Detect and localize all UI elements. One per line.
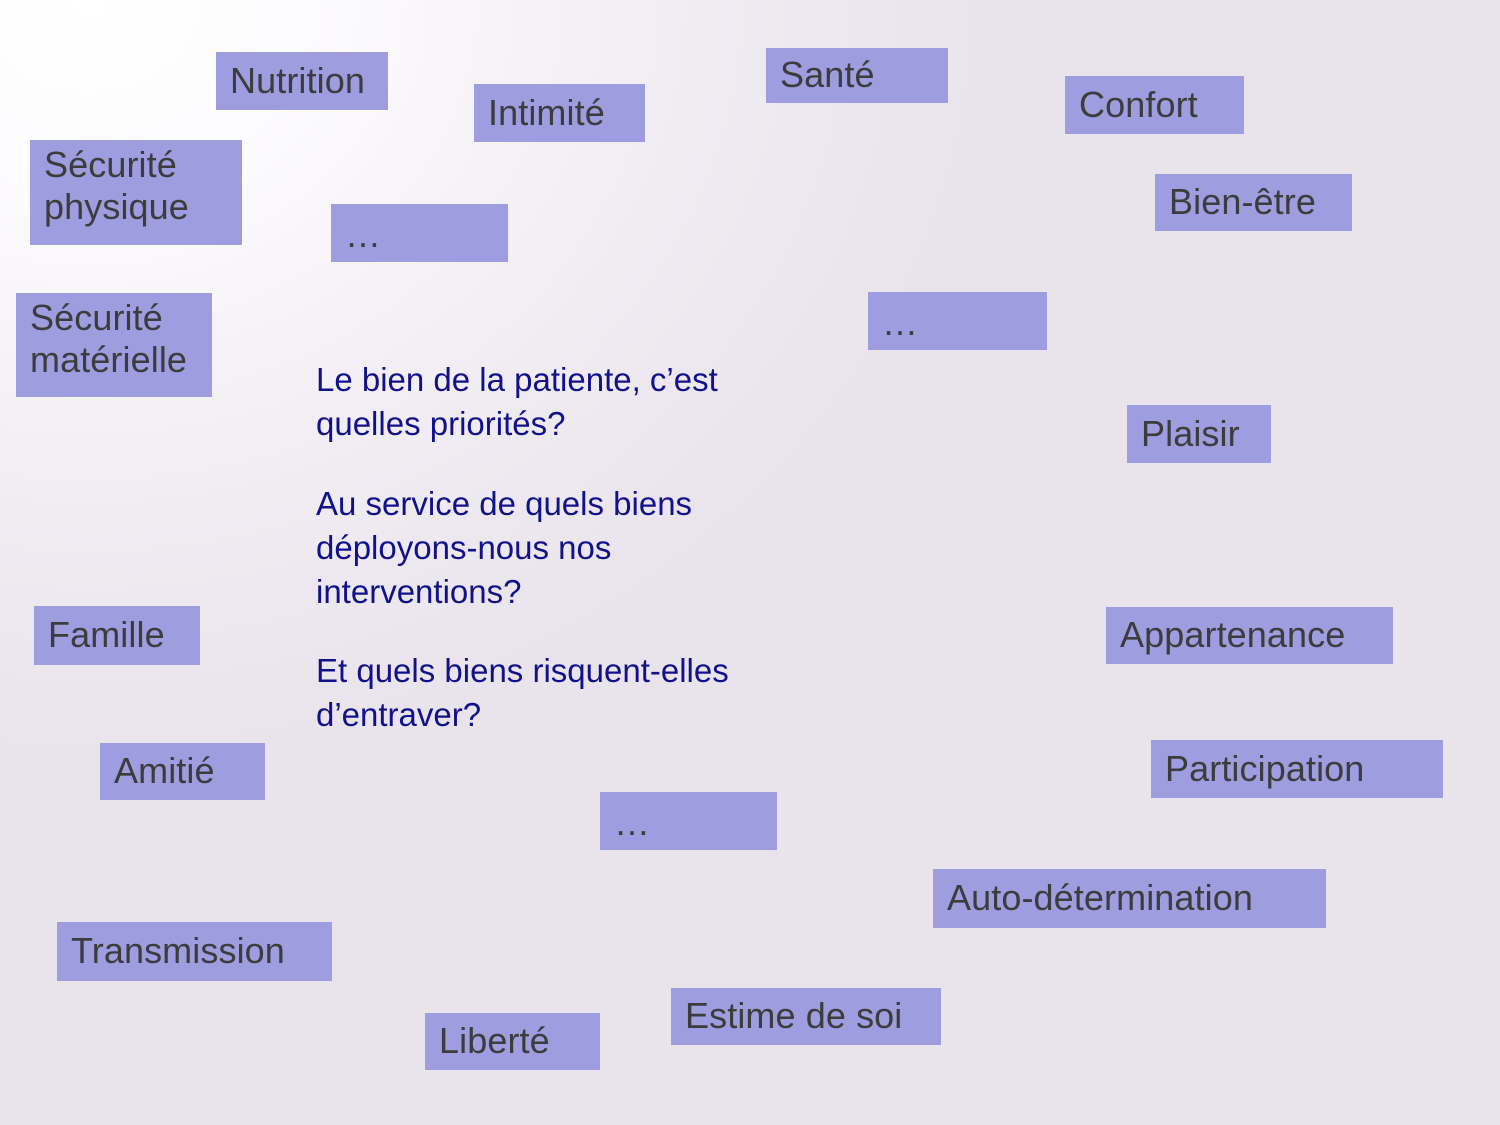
- question-text-block: Le bien de la patiente, c’est quelles pr…: [316, 358, 821, 737]
- concept-box-plaisir[interactable]: Plaisir: [1127, 405, 1271, 463]
- concept-box-ellipsis[interactable]: …: [331, 204, 508, 262]
- concept-box-s-curit-mat-rielle[interactable]: Sécurité matérielle: [16, 293, 212, 397]
- concept-box-s-curit-physique[interactable]: Sécurité physique: [30, 140, 242, 245]
- question-paragraph-3: Et quels biens risquent-elles d’entraver…: [316, 652, 738, 734]
- question-paragraph-2: Au service de quels biens déployons-nous…: [316, 484, 702, 610]
- concept-box-sant[interactable]: Santé: [766, 48, 948, 103]
- concept-box-libert[interactable]: Liberté: [425, 1013, 600, 1070]
- concept-box-famille[interactable]: Famille: [34, 606, 200, 665]
- concept-box-intimit[interactable]: Intimité: [474, 84, 645, 142]
- concept-box-bien-tre[interactable]: Bien-être: [1155, 174, 1352, 231]
- concept-box-amiti[interactable]: Amitié: [100, 743, 265, 800]
- concept-box-ellipsis[interactable]: …: [600, 792, 777, 850]
- concept-box-transmission[interactable]: Transmission: [57, 922, 332, 981]
- concept-box-ellipsis[interactable]: …: [868, 292, 1047, 350]
- concept-box-confort[interactable]: Confort: [1065, 76, 1244, 134]
- concept-box-estime-de-soi[interactable]: Estime de soi: [671, 988, 941, 1045]
- concept-box-nutrition[interactable]: Nutrition: [216, 52, 388, 110]
- concept-box-appartenance[interactable]: Appartenance: [1106, 607, 1393, 664]
- concept-box-participation[interactable]: Participation: [1151, 740, 1443, 798]
- question-paragraph-1: Le bien de la patiente, c’est quelles pr…: [316, 361, 727, 442]
- concept-box-auto-d-termination[interactable]: Auto-détermination: [933, 869, 1326, 928]
